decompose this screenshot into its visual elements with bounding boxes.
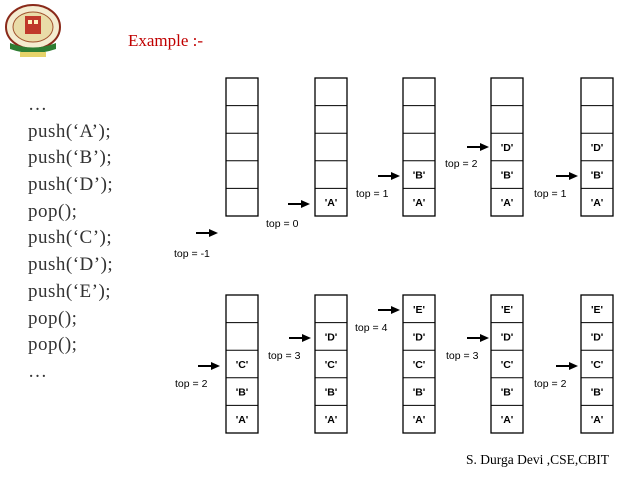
stack-cell-value: 'A' <box>591 414 604 426</box>
stack-cell-value: 'E' <box>591 304 603 316</box>
stack-cell-value: 'E' <box>501 304 513 316</box>
arrow-head-icon <box>480 334 489 342</box>
stack-cell-value: 'D' <box>413 331 426 343</box>
stack-frame <box>490 77 524 217</box>
stack-cell-value: 'B' <box>413 387 426 399</box>
stack-frame <box>402 294 436 434</box>
arrow-head-icon <box>209 229 218 237</box>
top-pointer-label: top = 3 <box>446 350 479 362</box>
code-line: push(‘D’); <box>28 254 114 276</box>
top-pointer-label: top = 2 <box>445 158 478 170</box>
code-line: … <box>28 360 48 382</box>
footer-credit: S. Durga Devi ,CSE,CBIT <box>466 452 610 467</box>
stack-cell-value: 'A' <box>236 414 249 426</box>
top-pointer-label: top = 4 <box>355 322 388 334</box>
code-line: push(‘A’); <box>28 120 112 142</box>
stack-frame <box>314 77 348 217</box>
arrow-head-icon <box>569 172 578 180</box>
code-line: pop(); <box>28 307 78 329</box>
top-pointer-label: top = 1 <box>534 188 567 200</box>
stack-cell-value: 'D' <box>325 331 338 343</box>
code-line: push(‘E’); <box>28 280 112 302</box>
top-pointer-label: top = 3 <box>268 350 301 362</box>
stack-cell-value: 'B' <box>591 170 604 182</box>
stack-cell-value: 'C' <box>413 359 426 371</box>
code-line: push(‘C’); <box>28 227 113 249</box>
stack-cell-value: 'C' <box>591 359 604 371</box>
stack-cell-value: 'C' <box>501 359 514 371</box>
stack-cell-value: 'A' <box>501 414 514 426</box>
stack-cell-value: 'D' <box>501 331 514 343</box>
stack-cell-value: 'A' <box>413 197 426 209</box>
stack-frame <box>580 77 614 217</box>
stack-cell-value: 'B' <box>501 387 514 399</box>
stack-cell-value: 'E' <box>413 304 425 316</box>
stack-frame <box>490 294 524 434</box>
code-listing: … push(‘A’); push(‘B’); push(‘D’); pop()… <box>28 92 113 386</box>
arrow-head-icon <box>302 334 311 342</box>
stack-cell-value: 'B' <box>236 387 249 399</box>
code-line: push(‘B’); <box>28 147 113 169</box>
arrow-head-icon <box>391 306 400 314</box>
top-pointer-label: top = -1 <box>174 248 210 260</box>
slide-title: Example :- <box>128 31 204 50</box>
stack-cell-value: 'D' <box>501 142 514 154</box>
top-pointer-label: top = 0 <box>266 218 299 230</box>
stack-cell-value: 'B' <box>501 170 514 182</box>
arrow-head-icon <box>391 172 400 180</box>
code-line: push(‘D’); <box>28 174 114 196</box>
top-pointer-label: top = 2 <box>175 378 208 390</box>
stack-frame <box>402 77 436 217</box>
stack-cell-value: 'A' <box>591 197 604 209</box>
top-pointer-label: top = 2 <box>534 378 567 390</box>
code-line: … <box>28 94 48 115</box>
stack-cell-value: 'A' <box>413 414 426 426</box>
stack-cell-value: 'B' <box>591 387 604 399</box>
stack-cell-value: 'A' <box>501 197 514 209</box>
stack-frame <box>225 77 259 217</box>
stack-frame <box>580 294 614 434</box>
top-pointer-label: top = 1 <box>356 188 389 200</box>
stack-cell-value: 'D' <box>591 142 604 154</box>
stack-frame <box>314 294 348 434</box>
stack-cell-value: 'A' <box>325 197 338 209</box>
stack-cell-value: 'D' <box>591 331 604 343</box>
arrow-head-icon <box>211 362 220 370</box>
stack-cell-value: 'B' <box>413 170 426 182</box>
college-logo <box>2 2 64 60</box>
stack-cell-value: 'B' <box>325 387 338 399</box>
stack-cell-value: 'A' <box>325 414 338 426</box>
stack-frame <box>225 294 259 434</box>
code-line: pop(); <box>28 334 78 356</box>
code-line: pop(); <box>28 200 78 222</box>
arrow-head-icon <box>480 143 489 151</box>
arrow-head-icon <box>301 200 310 208</box>
arrow-head-icon <box>569 362 578 370</box>
stack-cell-value: 'C' <box>236 359 249 371</box>
stack-cell-value: 'C' <box>325 359 338 371</box>
